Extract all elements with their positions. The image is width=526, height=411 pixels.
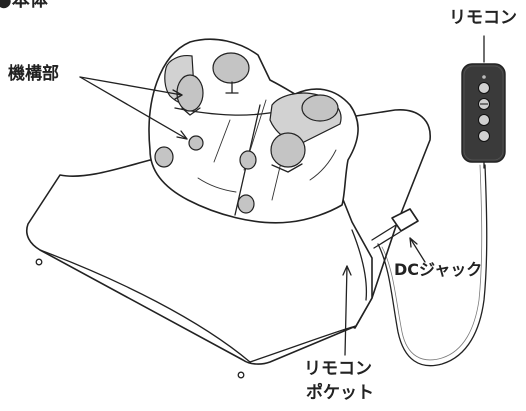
- remote-cord-inner: [381, 164, 483, 361]
- section-title: ●本体: [0, 0, 48, 11]
- leader-dc: [409, 237, 426, 263]
- node-top-center: [212, 52, 250, 94]
- node-mid-center: [239, 150, 257, 170]
- leader-mechanism-1: [79, 76, 183, 96]
- leader-pocket: [344, 265, 348, 356]
- remote-control: [461, 63, 506, 169]
- node-right-upper: [301, 94, 339, 122]
- corner-dot-bottom: [237, 371, 245, 379]
- remote-cord: [377, 164, 488, 367]
- node-left-small: [154, 146, 174, 168]
- node-mid-left: [188, 135, 204, 151]
- label-remote: リモコン: [449, 8, 517, 28]
- node-bottom: [237, 194, 255, 214]
- leader-mechanism-2: [79, 76, 188, 140]
- remote-pocket: [351, 229, 368, 301]
- label-remote-pocket-line1: リモコン: [304, 359, 372, 379]
- node-top-left: [176, 74, 204, 116]
- node-right-big: [270, 132, 306, 173]
- remote-button-power: [478, 82, 490, 94]
- corner-dot-left: [35, 258, 43, 266]
- label-mechanism: 機構部: [8, 64, 59, 84]
- label-remote-pocket-line2: ポケット: [306, 383, 374, 403]
- remote-button-timer: [478, 130, 490, 142]
- leader-lines: [79, 35, 485, 356]
- label-dc-jack: DCジャック: [394, 260, 483, 279]
- dc-jack: [371, 208, 419, 249]
- mechanism-area: [148, 38, 359, 224]
- remote-indicator: [482, 75, 486, 79]
- remote-button-heat: [478, 114, 490, 126]
